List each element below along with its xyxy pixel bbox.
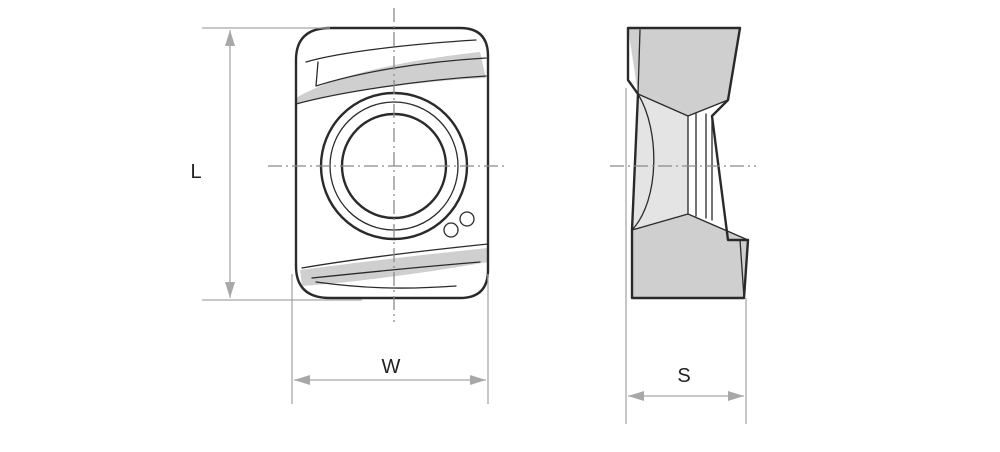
side-top-facet [637, 29, 729, 117]
side-lower-shade [632, 214, 748, 298]
bottom-edge-line [301, 243, 489, 269]
marking-dot-1 [443, 222, 459, 238]
top-chip-breaker [315, 57, 487, 87]
marking-dot-2 [459, 211, 475, 227]
side-right-tip [739, 239, 745, 299]
bottom-chip-breaker [311, 261, 481, 279]
side-view [626, 26, 750, 300]
side-waist-shade [632, 94, 688, 230]
front-view [294, 26, 490, 300]
top-edge-line [305, 39, 477, 63]
length-dimension [202, 27, 362, 301]
top-wiper-line [295, 75, 487, 105]
thickness-dimension [625, 88, 747, 424]
width-dimension [291, 274, 489, 404]
thickness-label: S [677, 365, 690, 387]
length-label: L [190, 161, 201, 183]
top-rake-face [296, 52, 486, 104]
side-left-curve [631, 93, 655, 231]
insert-body-outline [294, 26, 490, 300]
side-body-outline [626, 26, 750, 300]
side-upper-shade [628, 28, 740, 116]
width-label: W [382, 356, 401, 378]
bottom-corner-line [315, 281, 457, 289]
